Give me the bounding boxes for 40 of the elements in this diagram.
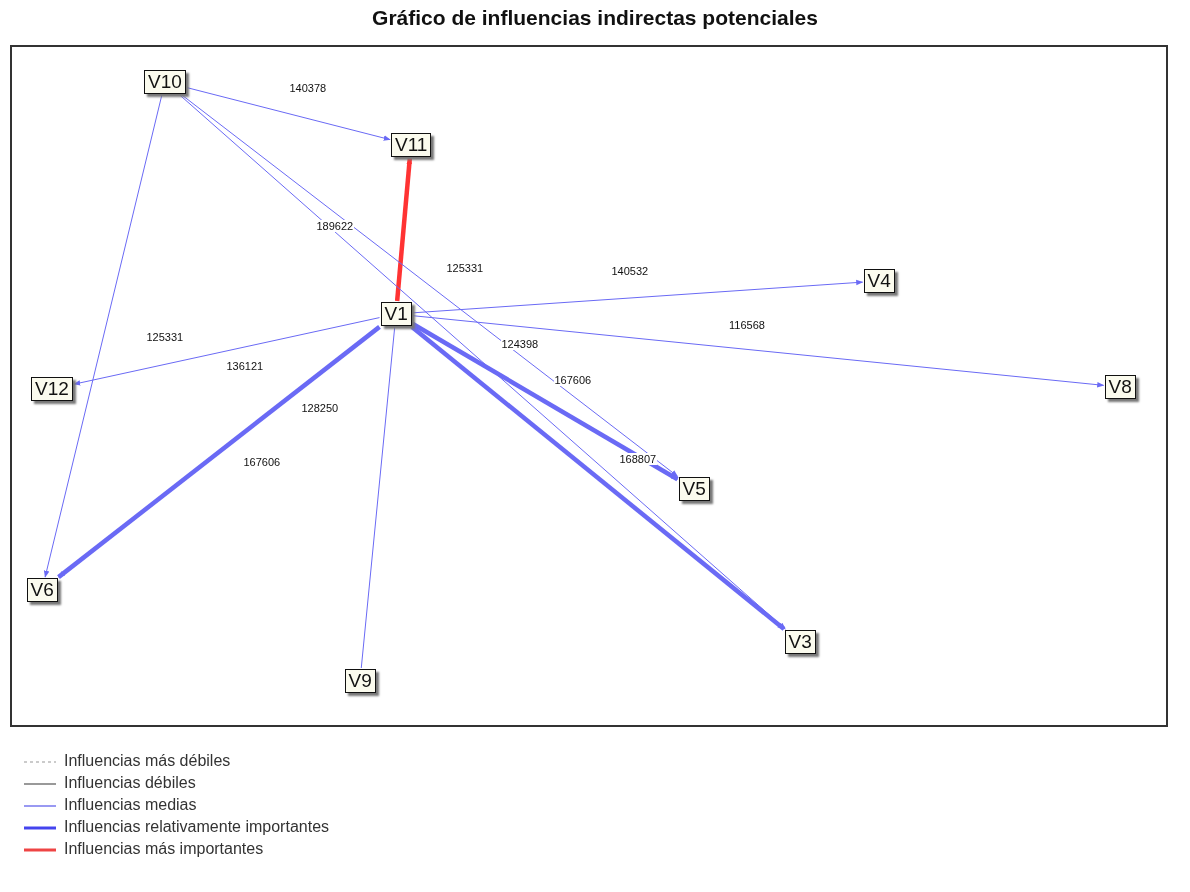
arrow [73, 317, 380, 386]
legend-label: Influencias relativamente importantes [64, 818, 330, 836]
arrow [412, 315, 1105, 388]
variable-box: V8 [1104, 375, 1136, 399]
variable-box: V1 [380, 302, 412, 326]
legend-label: Influencias medias [64, 796, 197, 814]
variable-box: V6 [26, 578, 58, 602]
edge-label: 124398 [500, 338, 540, 350]
arrow [410, 325, 786, 631]
legend-label: Influencias más importantes [64, 840, 264, 858]
variable-box: V4 [863, 269, 895, 293]
line [360, 326, 396, 669]
legend-label: Influencias más débiles [64, 752, 231, 770]
edge-label: 136121 [225, 360, 265, 372]
variable-box: V3 [784, 630, 816, 654]
variable-box: V11 [391, 133, 432, 157]
arrow [179, 94, 786, 630]
value-label: 167606 [553, 374, 593, 386]
edge-label: 189622 [315, 220, 355, 232]
arrow [412, 279, 864, 314]
variable-box: V10 [144, 70, 186, 94]
arrow [181, 94, 679, 477]
edge-label: 116568 [728, 319, 766, 331]
arrow [394, 157, 413, 302]
edge-label: 140378 [288, 82, 328, 94]
edge-label: 125331 [145, 331, 185, 343]
edge-label: 168807 [618, 453, 658, 465]
arrow [43, 94, 163, 578]
legend-label: Influencias débiles [64, 774, 196, 792]
variable-box: V9 [344, 669, 376, 693]
arrow [411, 321, 679, 482]
edge-label: 140532 [610, 265, 650, 277]
value-label: 128250 [300, 402, 340, 414]
arrow [186, 87, 391, 141]
chart-title: Gráfico de influencias indirectas potenciales [371, 6, 819, 30]
edge-label: 167606 [242, 456, 282, 468]
variable-box: V12 [31, 377, 73, 401]
arrow [57, 325, 381, 579]
variable-box: V5 [678, 477, 710, 501]
value-label: 125331 [445, 262, 485, 274]
